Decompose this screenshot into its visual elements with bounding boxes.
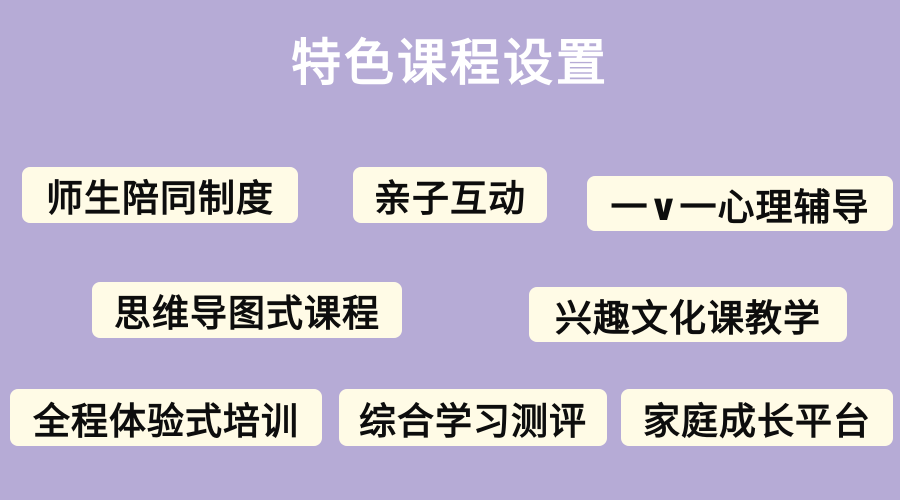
badge-one-on-one-counseling: 一∨一心理辅导: [587, 176, 893, 231]
badge-comprehensive-learning-assessment: 综合学习测评: [339, 389, 607, 446]
badge-family-growth-platform: 家庭成长平台: [621, 389, 893, 446]
badge-experiential-training: 全程体验式培训: [10, 389, 322, 446]
badge-interest-culture-teaching: 兴趣文化课教学: [529, 287, 847, 342]
badge-parent-child-interaction: 亲子互动: [353, 167, 547, 223]
badge-mind-map-course: 思维导图式课程: [92, 282, 402, 338]
badge-teacher-student-accompany: 师生陪同制度: [22, 167, 298, 223]
page-title: 特色课程设置: [291, 35, 609, 91]
